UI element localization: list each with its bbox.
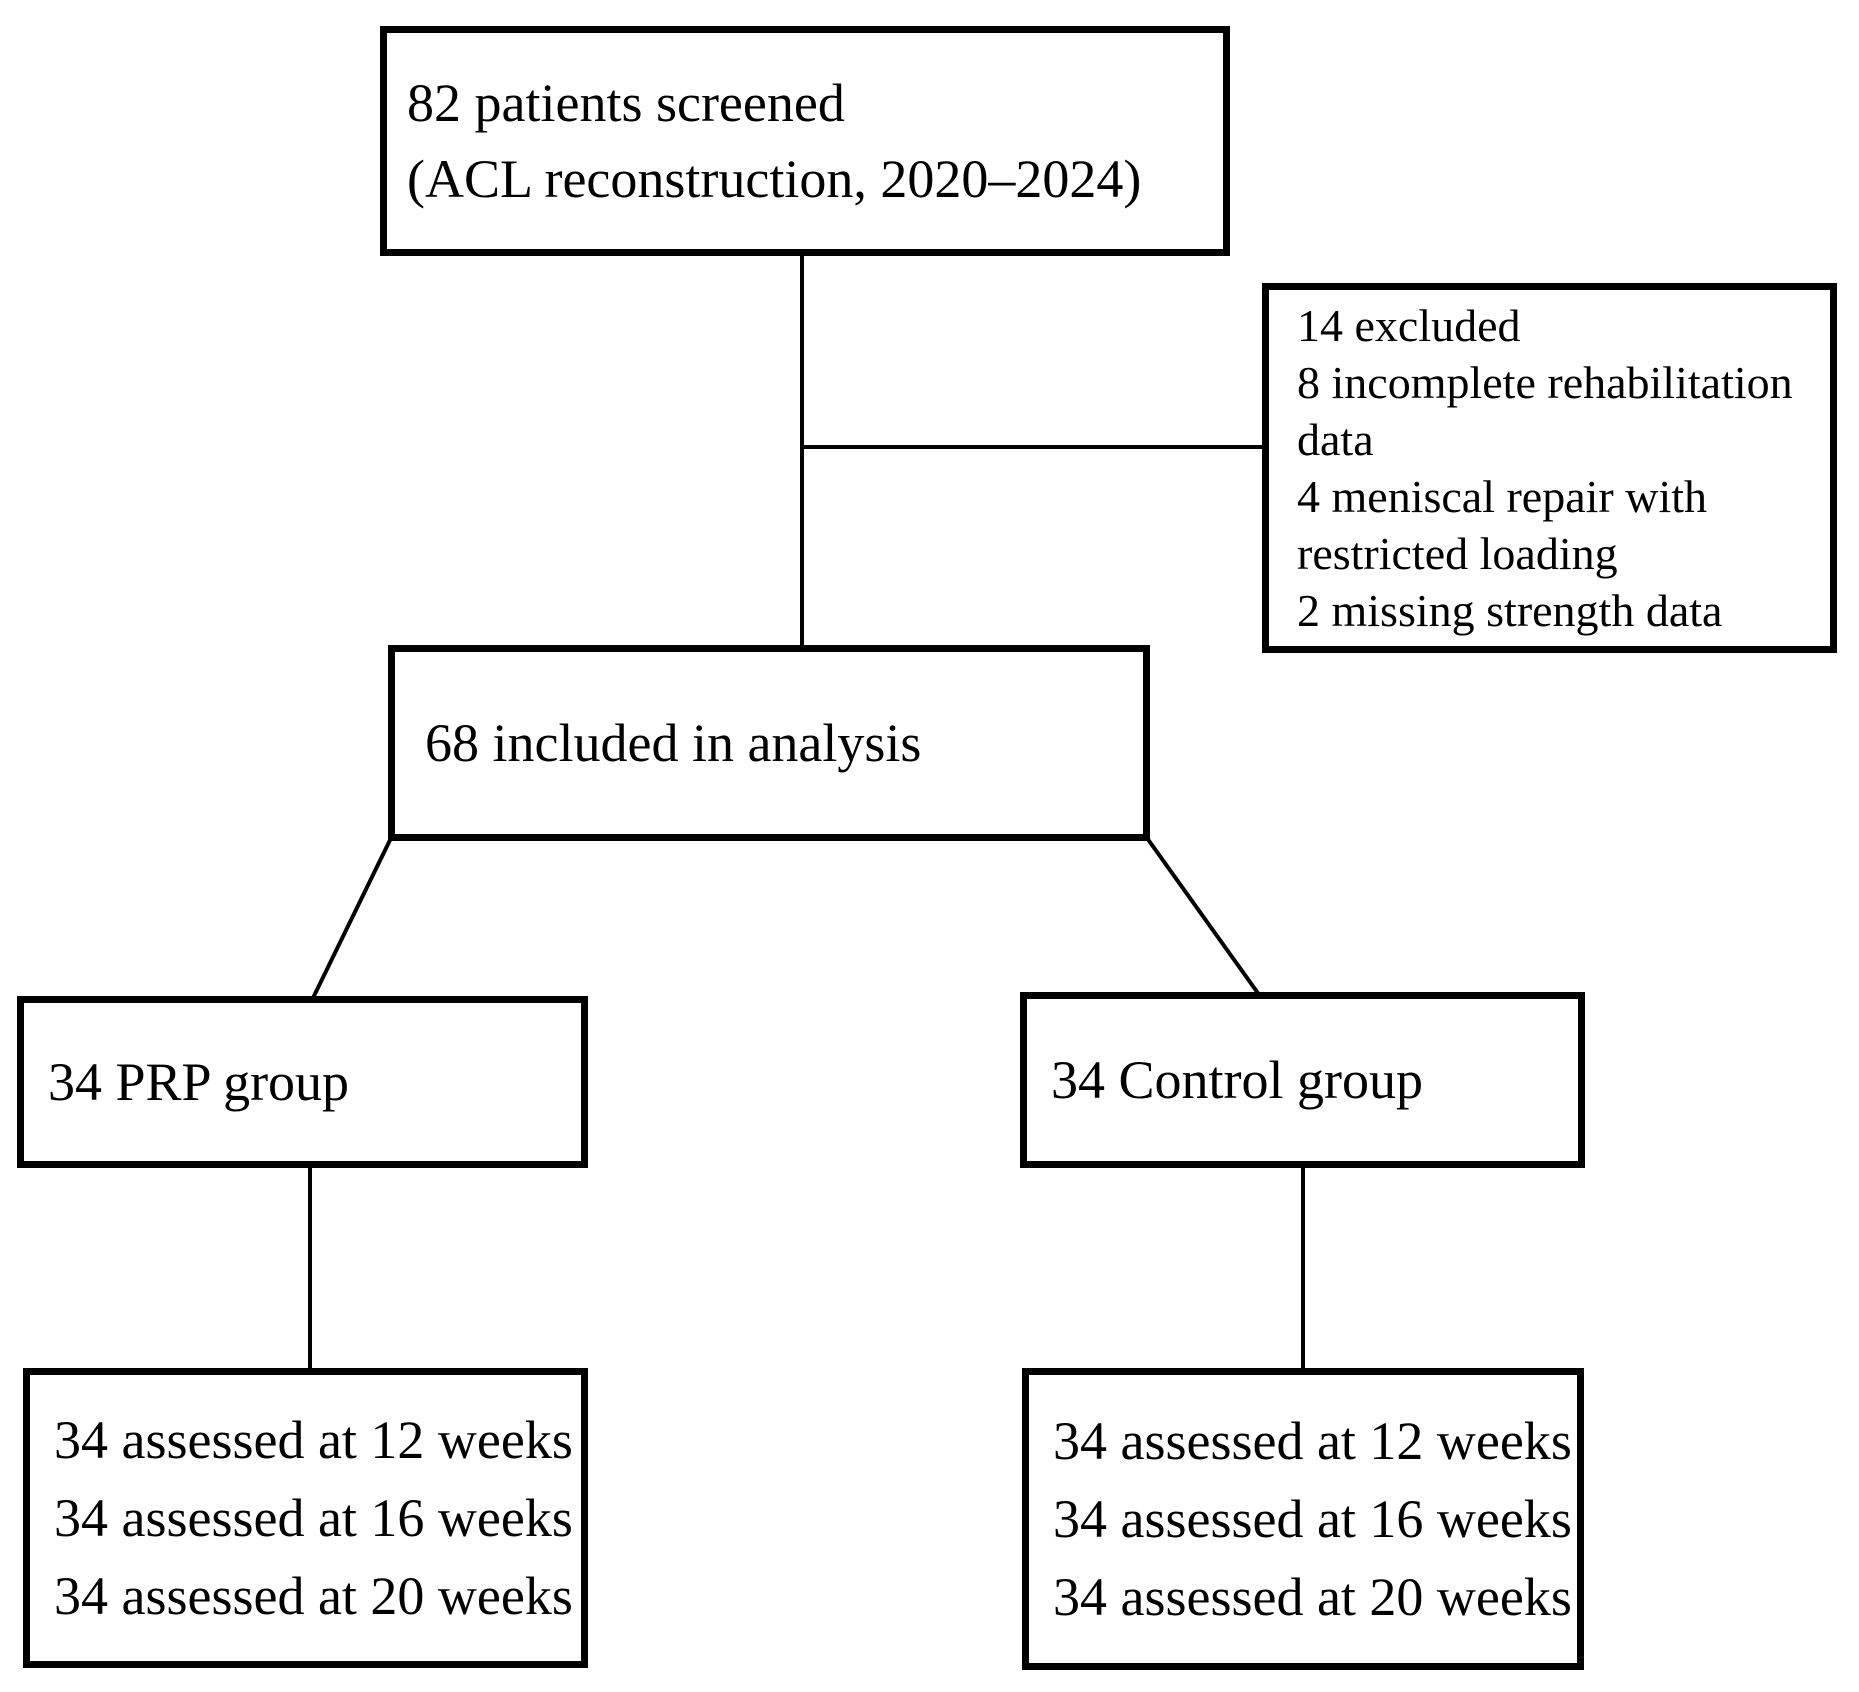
node-text-line: restricted loading xyxy=(1297,528,1618,579)
node-text-line: 34 assessed at 16 weeks xyxy=(54,1488,573,1548)
node-text-line: data xyxy=(1297,414,1374,465)
connector-included-to-control xyxy=(1145,836,1262,998)
node-prp-group: 34 PRP group xyxy=(17,996,588,1168)
connector-included-to-prp xyxy=(310,837,393,1001)
node-text-line: 34 assessed at 20 weeks xyxy=(1053,1567,1572,1627)
node-text-line: 68 included in analysis xyxy=(425,713,922,773)
node-control-followup: 34 assessed at 12 weeks 34 assessed at 1… xyxy=(1022,1368,1584,1670)
node-text-line: 34 assessed at 12 weeks xyxy=(54,1410,573,1470)
node-text-line: 4 meniscal repair with xyxy=(1297,471,1708,522)
node-included-in-analysis: 68 included in analysis xyxy=(388,645,1150,841)
node-text-line: 2 missing strength data xyxy=(1297,585,1723,636)
node-text-line: 34 assessed at 20 weeks xyxy=(54,1566,573,1626)
node-text-line: 34 assessed at 12 weeks xyxy=(1053,1411,1572,1471)
node-text-line: 14 excluded xyxy=(1297,300,1521,351)
node-excluded: 14 excluded 8 incomplete rehabilitation … xyxy=(1262,283,1837,653)
node-prp-followup: 34 assessed at 12 weeks 34 assessed at 1… xyxy=(23,1368,588,1668)
node-text-line: 34 assessed at 16 weeks xyxy=(1053,1489,1572,1549)
node-control-group: 34 Control group xyxy=(1020,992,1585,1168)
node-text-line: 34 PRP group xyxy=(48,1052,350,1112)
node-text-line: 82 patients screened xyxy=(407,73,845,133)
node-patients-screened: 82 patients screened (ACL reconstruction… xyxy=(380,26,1230,256)
node-text-line: (ACL reconstruction, 2020–2024) xyxy=(407,149,1142,209)
node-text-line: 34 Control group xyxy=(1051,1050,1423,1110)
node-text-line: 8 incomplete rehabilitation xyxy=(1297,357,1793,408)
